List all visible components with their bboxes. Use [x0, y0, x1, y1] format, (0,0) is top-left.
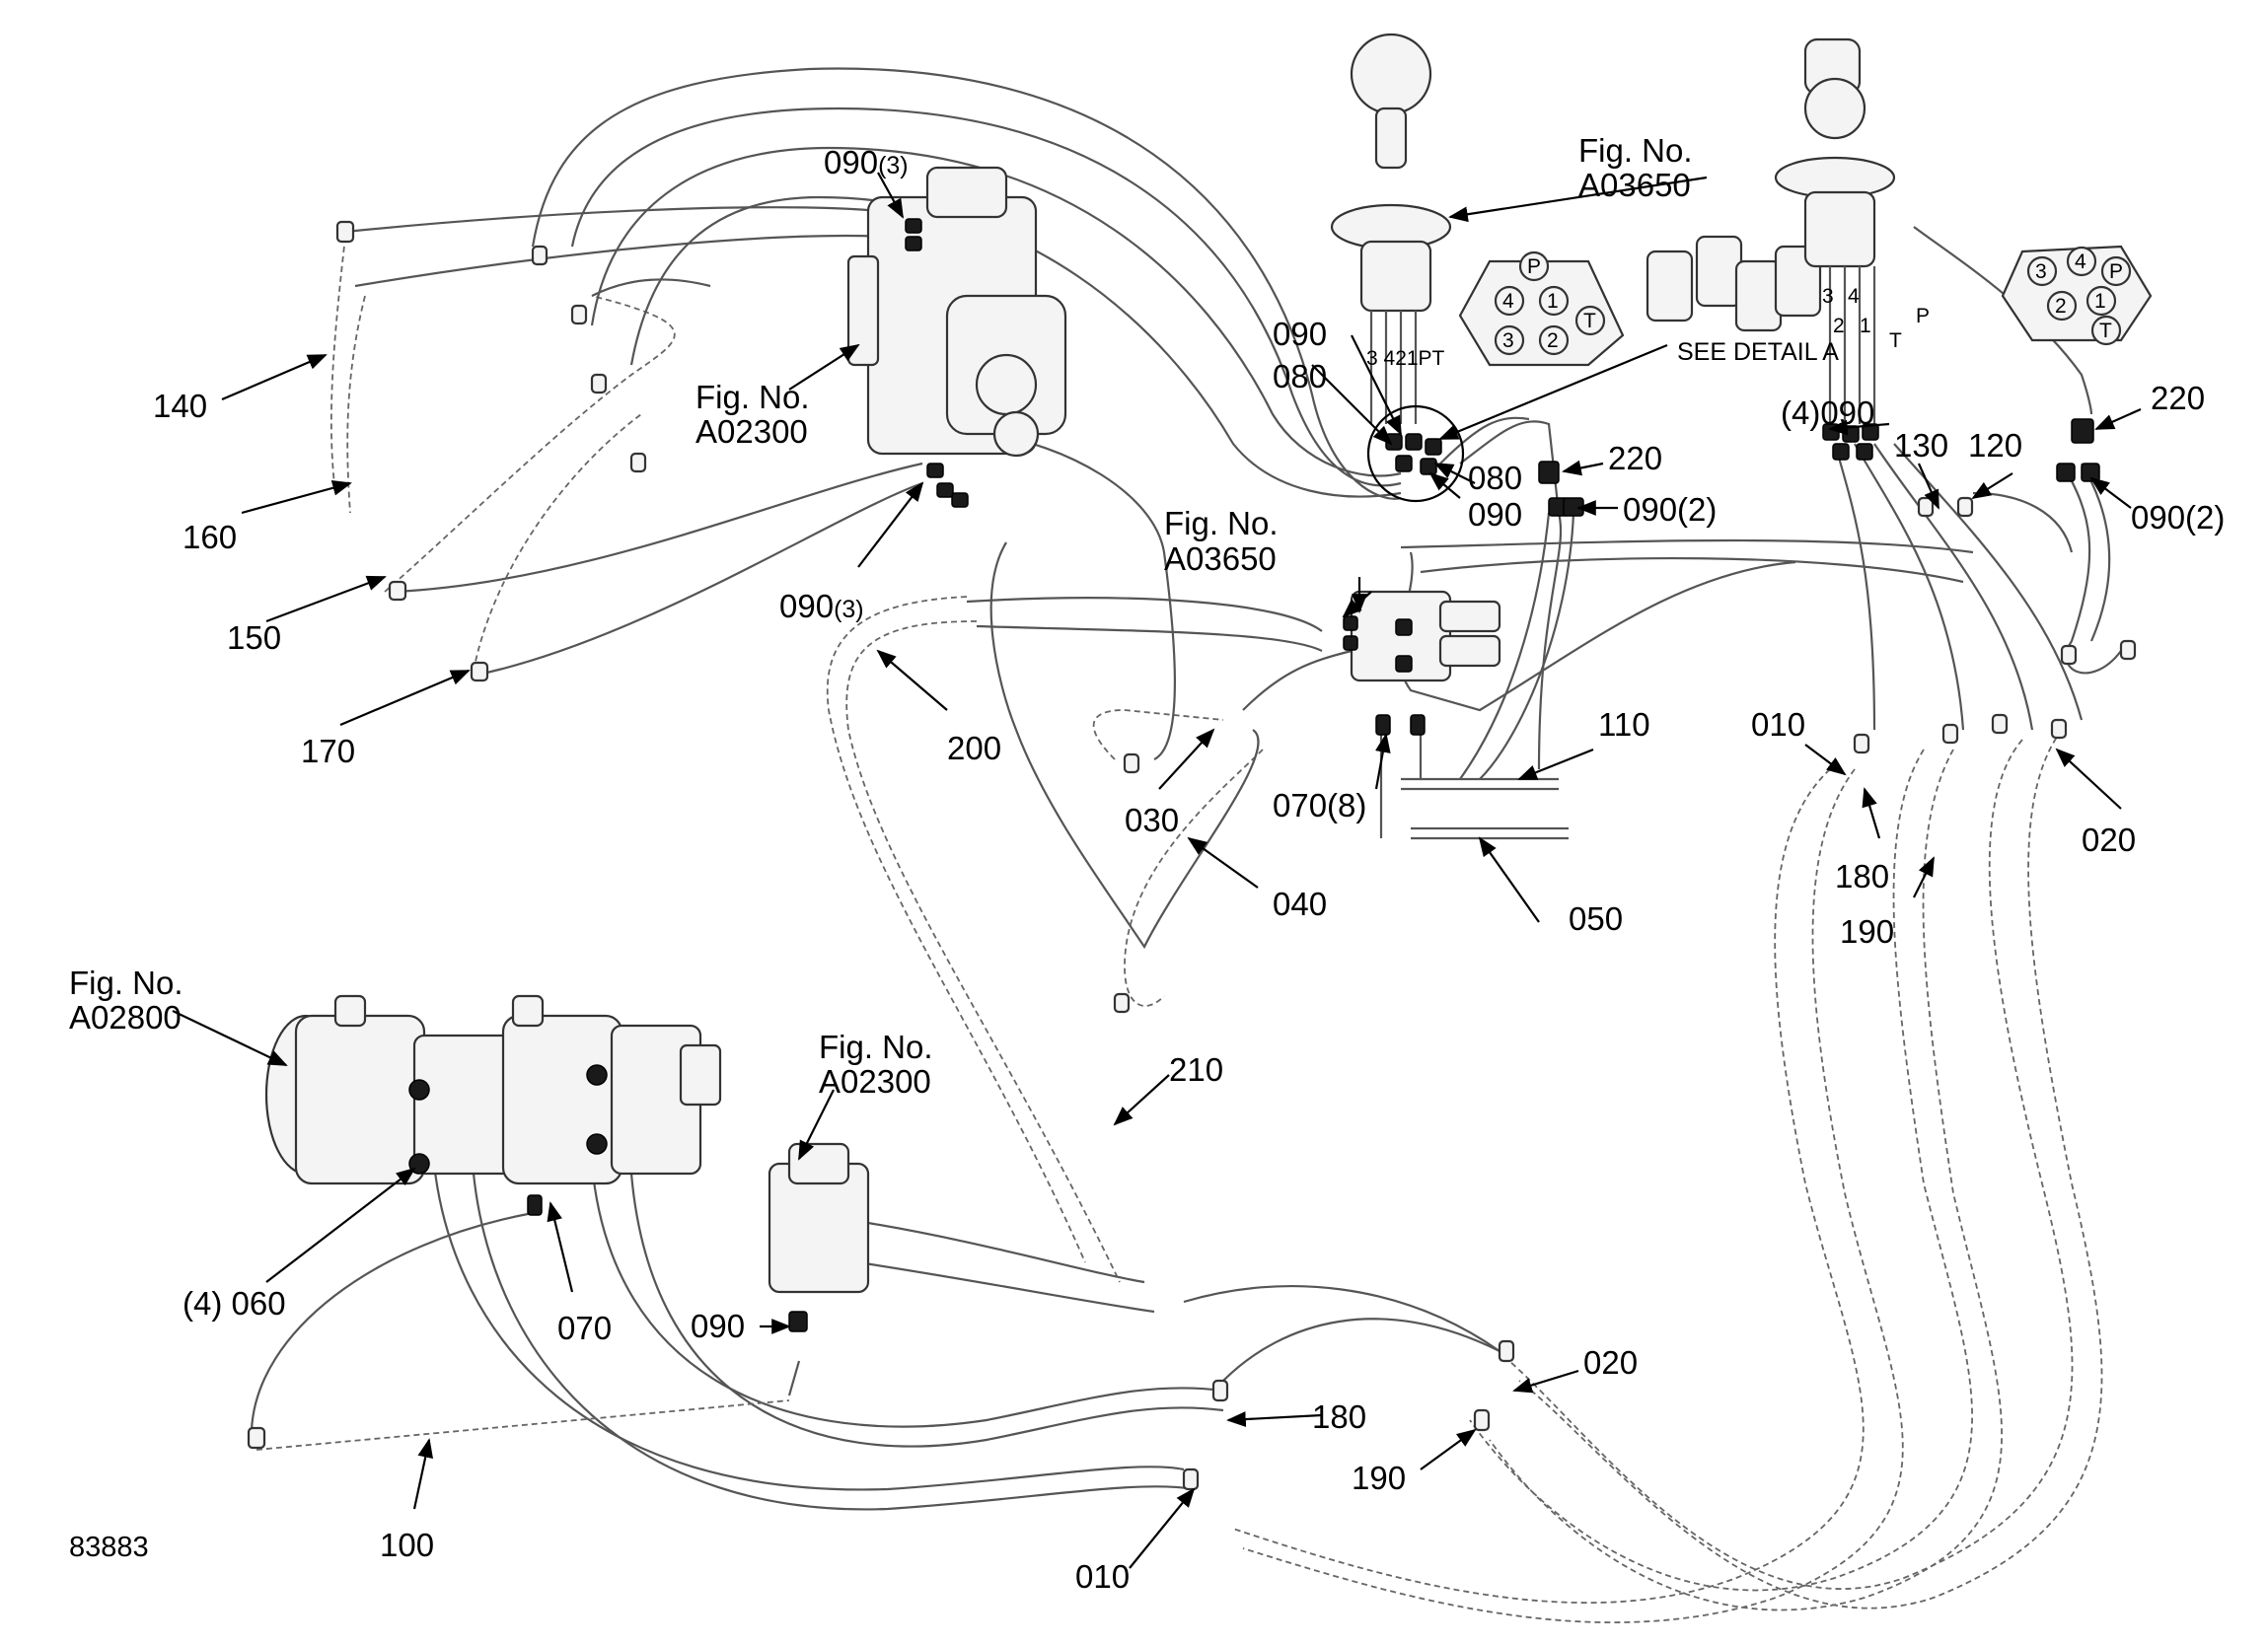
callout-080-a: 080: [1273, 358, 1328, 394]
callout-010-bot: 010: [1075, 1558, 1131, 1595]
see-detail-a: SEE DETAIL A: [1677, 338, 1839, 366]
detail-right-port-1: 1: [2094, 290, 2106, 313]
fig-a02300-top-line2: A02300: [695, 413, 808, 450]
callout-130: 130: [1894, 427, 1949, 464]
callout-170: 170: [301, 733, 356, 769]
leader-arrows: [172, 172, 2142, 1569]
right-joystick-port-T: T: [1889, 329, 1902, 352]
callout-010-right: 010: [1751, 706, 1806, 743]
callout-100: 100: [380, 1527, 435, 1563]
callout-020-right: 020: [2082, 822, 2137, 858]
left-joystick-a03650: [1330, 33, 1465, 503]
fig-a02800-line1: Fig. No.: [69, 965, 183, 1001]
callout-050: 050: [1569, 900, 1624, 937]
callout-090-top-qty: (3): [878, 152, 909, 179]
callout-090-top: 090(3): [824, 144, 909, 180]
detail-right-port-P: P: [2109, 260, 2124, 283]
fig-a02300-bot-line2: A02300: [819, 1063, 931, 1100]
callout-090-mid: 090(3): [779, 588, 864, 624]
callout-090-bot: 090: [691, 1308, 746, 1344]
callout-030: 030: [1125, 802, 1180, 838]
callout-020-bot: 020: [1583, 1344, 1639, 1381]
callout-120: 120: [1968, 427, 2023, 464]
callout-080-b: 080: [1468, 460, 1523, 496]
callout-090-b: 090: [1468, 496, 1523, 533]
detail-right-port-4: 4: [2075, 250, 2086, 273]
detail-left-port-4: 4: [1502, 290, 1514, 313]
callout-070: 070: [557, 1310, 613, 1346]
detail-a-fittings: [1646, 235, 1822, 332]
callout-160: 160: [183, 519, 238, 555]
right-port-block: [2001, 245, 2153, 346]
detail-right-port-3: 3: [2035, 260, 2047, 283]
detail-left-port-1: 1: [1547, 290, 1559, 313]
right-joystick-a03650: [1774, 37, 1896, 461]
fig-a03650-top-line2: A03650: [1578, 167, 1691, 203]
callout-090-mid-qty: (3): [834, 596, 864, 623]
callout-4-060: (4) 060: [183, 1285, 286, 1322]
fig-a03650-mid-line1: Fig. No.: [1164, 505, 1279, 541]
detail-right-port-2: 2: [2055, 295, 2067, 318]
callout-140: 140: [153, 388, 208, 424]
detail-a-port-block: [1458, 250, 1625, 367]
right-fittings: [2056, 418, 2100, 482]
detail-right-port-T: T: [2099, 320, 2112, 342]
callout-220-mid: 220: [1608, 440, 1663, 476]
callout-150: 150: [227, 619, 282, 656]
right-joystick-port-1: 1: [1860, 315, 1871, 337]
callout-090-a: 090: [1273, 316, 1328, 352]
callout-190-right: 190: [1840, 913, 1895, 950]
fig-a02800-line2: A02800: [69, 999, 182, 1036]
callout-180-bot: 180: [1312, 1398, 1367, 1435]
callout-190-bot: 190: [1352, 1460, 1407, 1496]
callout-090-2-mid: 090(2): [1623, 491, 1718, 528]
callout-090-2-right: 090(2): [2131, 499, 2226, 536]
right-joystick-port-2: 2: [1833, 315, 1845, 337]
fig-a03650-mid-line2: A03650: [1164, 540, 1277, 577]
fig-a03650-top-line1: Fig. No.: [1578, 132, 1693, 169]
callout-200: 200: [947, 730, 1002, 766]
callout-4-090: (4)090: [1781, 394, 1875, 431]
fig-a02300-bot-line1: Fig. No.: [819, 1029, 933, 1065]
gear-pump-a02800: [264, 994, 722, 1216]
callout-110: 110: [1598, 706, 1650, 743]
hose-routing: [250, 67, 2122, 1624]
fig-a02300-top-line1: Fig. No.: [695, 379, 810, 415]
upper-valve-a02300: [846, 166, 1067, 508]
callout-210: 210: [1169, 1051, 1224, 1088]
callout-070-8: 070(8): [1273, 787, 1367, 823]
callout-180-right: 180: [1835, 858, 1890, 895]
lower-valve-a02300: [768, 1142, 870, 1332]
detail-left-port-P: P: [1527, 255, 1542, 278]
left-joystick-port-labels: 3 421PT: [1366, 347, 1445, 370]
right-joystick-port-P: P: [1916, 305, 1931, 327]
right-joystick-port-4: 4: [1848, 285, 1860, 308]
detail-left-port-2: 2: [1547, 329, 1559, 352]
right-joystick-port-3: 3: [1822, 285, 1834, 308]
detail-left-port-T: T: [1583, 310, 1596, 332]
callout-220-right: 220: [2151, 380, 2206, 416]
callout-040: 040: [1273, 886, 1328, 922]
drawing-number: 83883: [69, 1532, 149, 1563]
detail-left-port-3: 3: [1502, 329, 1514, 352]
mid-valve-a03650: [1343, 590, 1501, 736]
